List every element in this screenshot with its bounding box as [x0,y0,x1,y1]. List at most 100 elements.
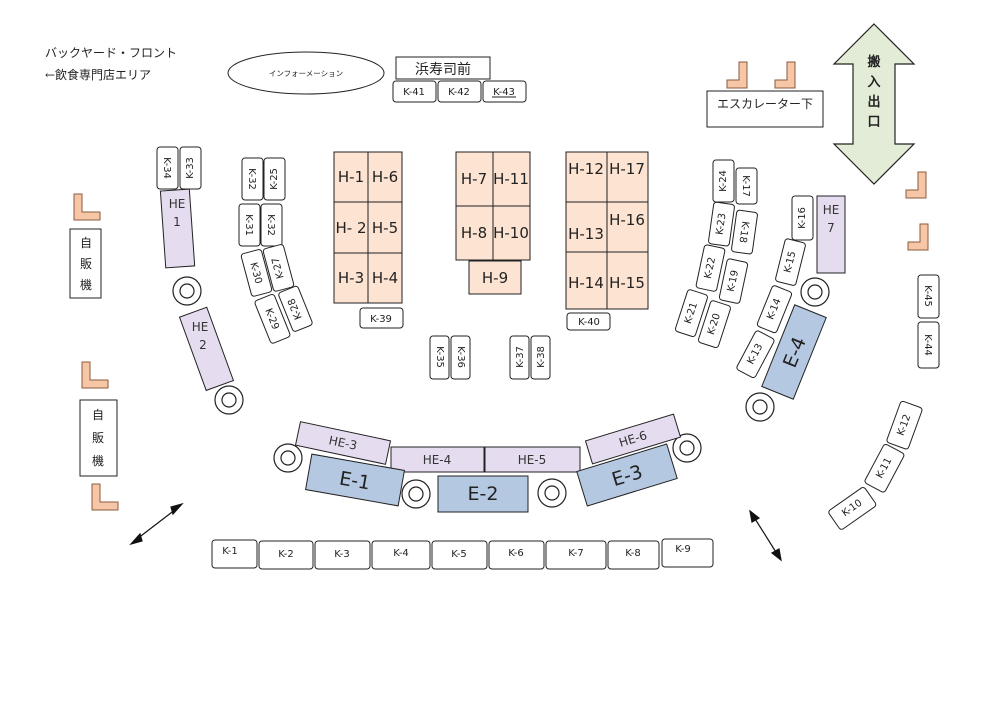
svg-text:K-35: K-35 [434,346,445,368]
information-desk[interactable]: インフォーメーション [227,51,385,95]
information-label: インフォーメーション [269,69,343,78]
booth-k35[interactable]: K-35 [429,335,450,380]
booth-k43[interactable]: K-43 [482,80,527,103]
booth-k11[interactable]: K-11 [864,443,905,493]
svg-text:K-30: K-30 [247,261,263,285]
booth-h14[interactable]: H-14 [565,251,608,310]
booth-he5[interactable]: HE-5 [484,446,581,473]
svg-text:K-32: K-32 [246,168,257,190]
booth-he4[interactable]: HE-4 [390,446,485,473]
booth-k18[interactable]: K-18 [731,209,758,255]
booth-k4[interactable]: K-4 [371,540,431,570]
svg-text:H-15: H-15 [609,274,645,292]
booth-k29[interactable]: K-29 [254,293,291,345]
booth-k39[interactable]: K-39 [359,307,404,329]
booth-k3[interactable]: K-3 [314,540,371,570]
booth-k10[interactable]: K-10 [828,486,877,530]
svg-text:2: 2 [199,338,207,352]
bench-icon [905,171,927,199]
booth-h15[interactable]: H-15 [606,251,649,310]
booth-h12[interactable]: H-12 [565,151,608,203]
booth-k8[interactable]: K-8 [607,540,660,570]
booth-h3[interactable]: H-3 [333,252,369,304]
booth-k23[interactable]: K-23 [708,201,735,247]
svg-text:H-13: H-13 [568,225,604,243]
booth-h6[interactable]: H-6 [367,151,403,203]
booth-h16[interactable]: H-16 [606,201,649,253]
pillars [172,276,830,509]
booth-h4[interactable]: H-4 [367,252,403,304]
booth-k15[interactable]: K-15 [775,238,806,286]
booth-he6[interactable]: HE-6 [584,413,682,465]
booth-he2[interactable]: HE 2 [178,306,235,392]
booth-e2[interactable]: E-2 [437,475,529,513]
booth-k13[interactable]: K-13 [736,330,775,379]
booth-k17[interactable]: K-17 [735,167,758,205]
booth-h2[interactable]: H- 2 [333,201,369,254]
svg-text:K-39: K-39 [370,314,392,325]
svg-text:H-3: H-3 [338,269,364,287]
booth-k5[interactable]: K-5 [431,540,488,570]
booth-h11[interactable]: H-11 [492,151,531,207]
svg-text:HE: HE [823,203,840,217]
booth-k37[interactable]: K-37 [509,335,530,380]
booth-h7[interactable]: H-7 [455,151,494,207]
booth-k9[interactable]: K-9 [661,538,714,568]
booth-h8[interactable]: H-8 [455,205,494,261]
booth-k36[interactable]: K-36 [450,335,471,380]
svg-text:K-19: K-19 [726,269,741,293]
svg-text:H-9: H-9 [482,269,508,287]
pillar [800,277,830,307]
booth-k19[interactable]: K-19 [718,258,749,304]
booth-k42[interactable]: K-42 [437,80,482,103]
booth-k30[interactable]: K-30 [240,249,273,297]
booth-k25[interactable]: K-25 [263,157,286,201]
svg-text:H-7: H-7 [461,170,487,188]
booth-k24[interactable]: K-24 [712,159,735,203]
booth-e1[interactable]: E-1 [305,453,405,507]
booth-k7[interactable]: K-7 [545,540,607,570]
booth-k27[interactable]: K-27 [262,244,295,292]
svg-text:K-45: K-45 [922,285,933,307]
booth-k20[interactable]: K-20 [697,300,732,349]
booth-k33[interactable]: K-33 [179,146,202,190]
booth-k31[interactable]: K-31 [238,203,261,247]
booth-h10[interactable]: H-10 [492,205,531,261]
booth-k6[interactable]: K-6 [488,540,545,570]
booth-k45[interactable]: K-45 [917,274,940,319]
booth-k1[interactable]: K-1 [211,539,258,569]
booth-h1[interactable]: H-1 [333,151,369,203]
booth-h5[interactable]: H-5 [367,201,403,254]
booth-k32-lower[interactable]: K-32 [260,203,283,247]
booth-k34[interactable]: K-34 [156,146,179,190]
svg-text:H-17: H-17 [609,160,645,178]
booth-h13[interactable]: H-13 [565,201,608,253]
svg-text:K-33: K-33 [185,157,196,179]
booth-k22[interactable]: K-22 [695,244,726,292]
booth-k32-upper[interactable]: K-32 [241,157,264,201]
svg-text:H-12: H-12 [568,160,604,178]
booth-h17[interactable]: H-17 [606,151,649,203]
booth-k44[interactable]: K-44 [917,321,940,369]
svg-text:K-15: K-15 [783,250,799,274]
booth-k14[interactable]: K-14 [756,285,793,334]
svg-text:H-10: H-10 [493,224,529,242]
booth-he1[interactable]: HE 1 [159,188,196,269]
booth-k21[interactable]: K-21 [674,289,709,338]
booth-k41[interactable]: K-41 [392,80,437,103]
svg-text:K-36: K-36 [455,346,466,368]
booth-k28[interactable]: K-28 [278,285,313,332]
booth-k16[interactable]: K-16 [791,195,814,241]
booth-k12[interactable]: K-12 [886,400,923,450]
pillar [172,276,202,306]
booth-k38[interactable]: K-38 [530,335,551,380]
booth-h9[interactable]: H-9 [468,260,522,295]
booth-e3[interactable]: E-3 [576,443,678,507]
svg-text:販: 販 [92,431,104,445]
svg-text:K-4: K-4 [393,548,408,559]
booth-he7[interactable]: HE 7 [816,195,846,274]
booth-k40[interactable]: K-40 [566,312,611,331]
booth-e4[interactable]: E-4 [761,304,827,400]
booth-k2[interactable]: K-2 [258,540,314,570]
booth-he3[interactable]: HE-3 [294,421,392,465]
